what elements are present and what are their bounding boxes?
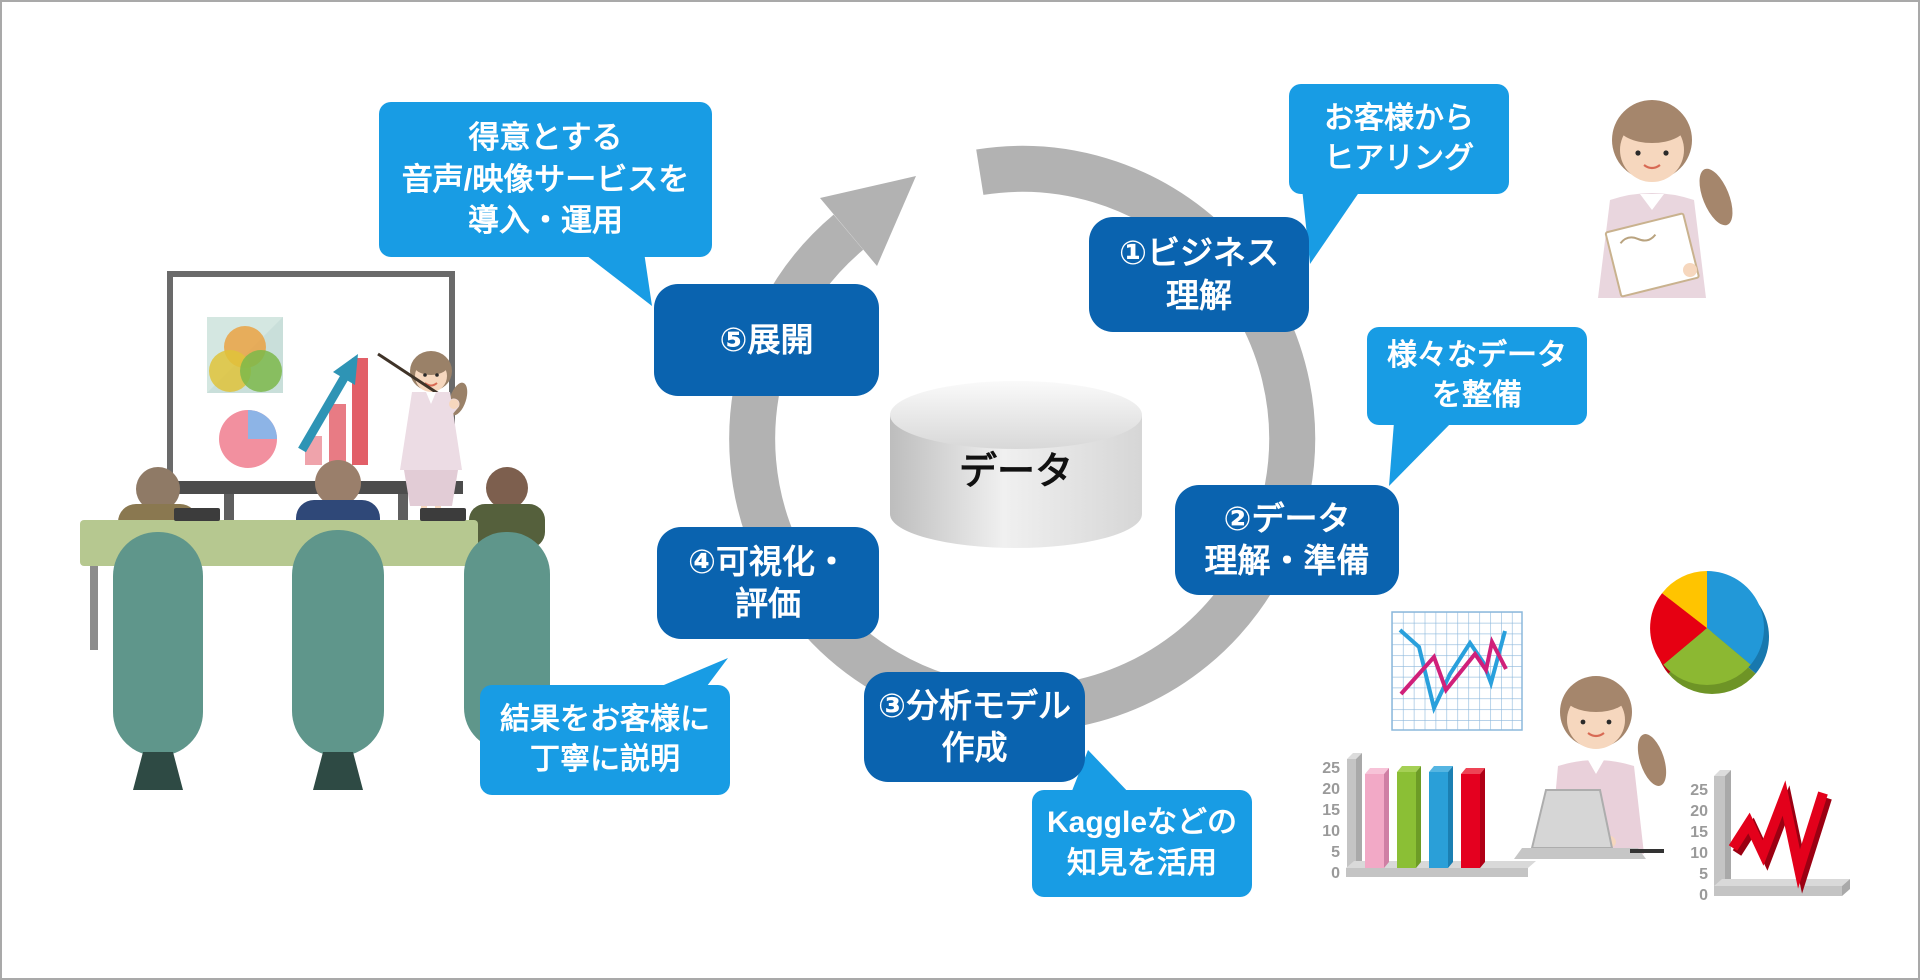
presentation-scene-illustration bbox=[80, 271, 550, 790]
clipboard-icon bbox=[1604, 212, 1700, 298]
bar-chart-3d-icon: 25 20 15 10 5 0 bbox=[1322, 753, 1536, 882]
step-box-deployment: ⑤展開 bbox=[654, 284, 879, 396]
red-line-chart-3d-icon: 25 20 15 10 5 0 bbox=[1690, 770, 1850, 904]
line-axis-tick: 25 bbox=[1690, 782, 1708, 799]
callout-line: を整備 bbox=[1432, 379, 1522, 412]
callout-line: 知見を活用 bbox=[1067, 846, 1217, 880]
callout-tail-hearing bbox=[1302, 188, 1362, 264]
callout-line: お客様から bbox=[1324, 101, 1474, 135]
venn-diagram-icon bbox=[207, 317, 283, 393]
step-box-data-understanding-preparation: ②データ 理解・準備 bbox=[1175, 485, 1399, 595]
callout-line: Kaggleなどの bbox=[1046, 806, 1238, 839]
step-label-line: 作成 bbox=[941, 729, 1008, 766]
step-box-visualization-evaluation: ④可視化・ 評価 bbox=[657, 527, 879, 639]
bar-axis-tick: 20 bbox=[1322, 781, 1340, 798]
callout-line: 導入・運用 bbox=[468, 203, 623, 239]
bar-axis-tick: 15 bbox=[1322, 802, 1340, 819]
line-axis-tick: 0 bbox=[1699, 887, 1708, 904]
callout-results-explanation: 結果をお客様に 丁寧に説明 bbox=[480, 685, 730, 795]
callout-various-data: 様々なデータ を整備 bbox=[1367, 327, 1587, 425]
board-pie-chart-icon bbox=[219, 410, 277, 468]
callout-tail-results bbox=[652, 658, 728, 690]
callout-line: 結果をお客様に bbox=[500, 702, 710, 736]
step-label-line: 理解 bbox=[1166, 276, 1232, 314]
callout-kaggle: Kaggleなどの 知見を活用 bbox=[1032, 790, 1252, 897]
callout-tail-kaggle bbox=[1070, 750, 1132, 796]
laptop-woman-illustration bbox=[1514, 676, 1667, 859]
cylinder-label: データ bbox=[959, 450, 1073, 493]
pie-chart-3d-icon bbox=[1650, 571, 1770, 695]
bar-axis-tick: 5 bbox=[1331, 844, 1340, 861]
callout-hearing: お客様から ヒアリング bbox=[1289, 84, 1509, 194]
callout-tail-various-data bbox=[1389, 422, 1452, 486]
step-label-line: ④可視化・ bbox=[688, 542, 848, 580]
presenter-woman bbox=[377, 351, 468, 553]
callout-line: 様々なデータ bbox=[1387, 338, 1567, 372]
callout-line: 得意とする bbox=[468, 119, 623, 155]
callout-line: ヒアリング bbox=[1324, 142, 1474, 175]
line-axis-tick: 10 bbox=[1690, 845, 1708, 862]
callout-av-services: 得意とする 音声/映像サービスを 導入・運用 bbox=[379, 102, 712, 257]
data-cylinder: データ bbox=[890, 381, 1142, 548]
laptop-icon bbox=[1514, 789, 1664, 859]
step-label-line: ②データ bbox=[1223, 499, 1351, 537]
step-box-business-understanding: ①ビジネス 理解 bbox=[1089, 217, 1309, 332]
step-label-line: ③分析モデル bbox=[878, 686, 1071, 724]
callout-line: 音声/映像サービスを bbox=[401, 161, 690, 197]
line-axis-tick: 5 bbox=[1699, 866, 1708, 883]
step-box-model-creation: ③分析モデル 作成 bbox=[864, 672, 1085, 782]
callout-line: 丁寧に説明 bbox=[530, 743, 680, 776]
step-label-line: ⑤展開 bbox=[719, 320, 814, 358]
bar-axis-tick: 25 bbox=[1322, 760, 1340, 777]
step-label-line: ①ビジネス bbox=[1119, 234, 1279, 272]
step-label-line: 評価 bbox=[735, 585, 801, 622]
line-axis-tick: 15 bbox=[1690, 824, 1708, 841]
bar-axis-tick: 0 bbox=[1331, 865, 1340, 882]
callout-tail-services bbox=[582, 252, 652, 306]
bar-axis-tick: 10 bbox=[1322, 823, 1340, 840]
step-label-line: 理解・準備 bbox=[1204, 542, 1370, 579]
hearing-woman-illustration bbox=[1598, 100, 1733, 298]
grid-line-chart-icon bbox=[1391, 611, 1523, 731]
cycle-arrow-head bbox=[820, 176, 916, 266]
line-axis-tick: 20 bbox=[1690, 803, 1708, 820]
board-bar-chart-icon bbox=[298, 354, 368, 465]
